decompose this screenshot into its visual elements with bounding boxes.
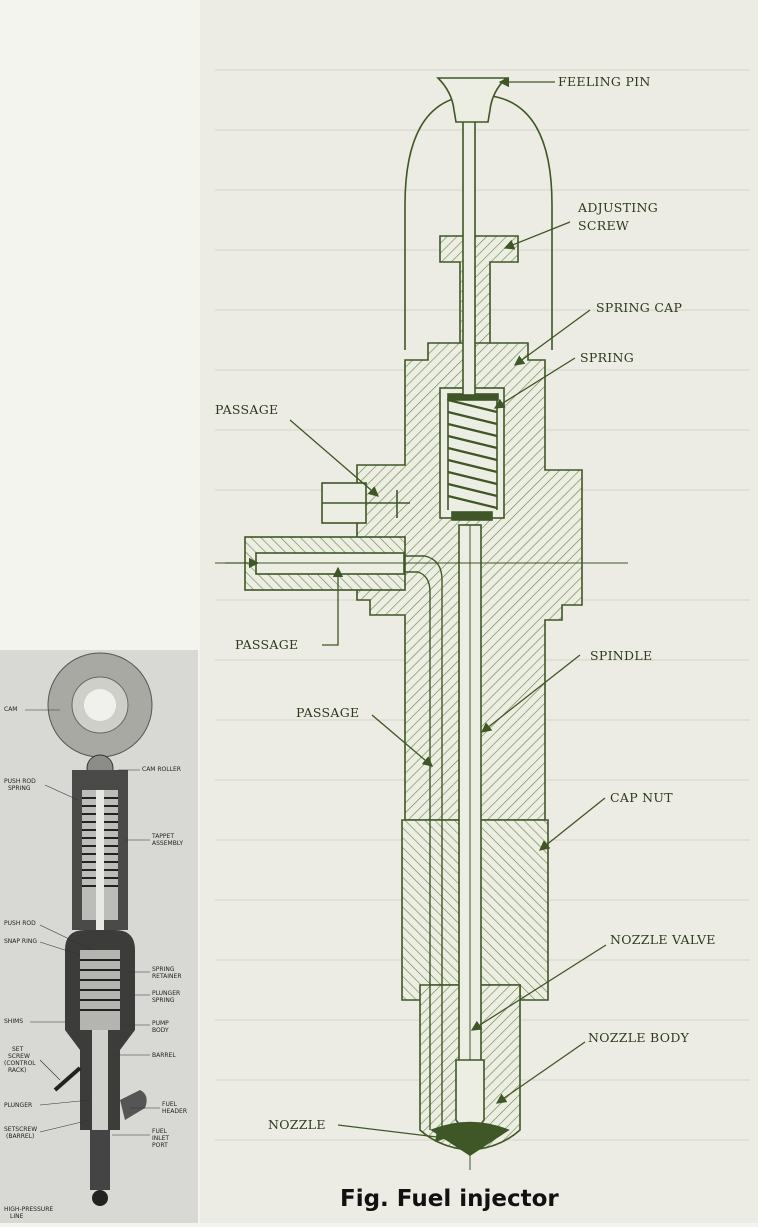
inset-label-set-screw-4: RACK) (8, 1067, 27, 1074)
label-passage-low: PASSAGE (296, 705, 360, 720)
inset-label-plunger: PLUNGER (4, 1102, 33, 1109)
inset-label-spring-retainer-2: RETAINER (152, 973, 182, 980)
inset-label-pump-body-1: PUMP (152, 1020, 169, 1027)
inset-label-fuel-header-1: FUEL (162, 1101, 177, 1108)
label-spring-cap: SPRING CAP (596, 300, 683, 315)
inset-label-push-rod-spring-2: SPRING (8, 785, 31, 792)
inset-label-set-screw-2: SCREW (8, 1053, 30, 1060)
spring-seat (451, 511, 493, 521)
inset-label-snap-ring: SNAP RING (4, 938, 38, 945)
label-adjusting-screw-line1: ADJUSTING (578, 200, 659, 215)
inset-label-hp-line-1: HIGH-PRESSURE (4, 1206, 54, 1213)
label-nozzle-body: NOZZLE BODY (588, 1030, 690, 1045)
inset-control-rack (53, 1066, 82, 1092)
nozzle-valve (455, 1059, 485, 1131)
label-nozzle: NOZZLE (268, 1117, 326, 1132)
inset-label-tappet-assembly-2: ASSEMBLY (152, 840, 184, 847)
inset-label-tappet-assembly-1: TAPPET (152, 833, 174, 840)
inset-label-fuel-inlet-1: FUEL (152, 1128, 167, 1135)
figure-caption: Fig. Fuel injector (340, 1186, 559, 1212)
inset-label-spring-retainer-1: SPRING (152, 966, 175, 973)
inset-unit-injector-diagram: CAM CAM ROLLER PUSH ROD SPRING TAPPET AS… (0, 650, 198, 1223)
inset-label-fuel-inlet-3: PORT (152, 1142, 168, 1149)
label-spindle: SPINDLE (590, 648, 653, 663)
label-passage-mid: PASSAGE (235, 637, 299, 652)
inset-label-cam-roller: CAM ROLLER (142, 766, 181, 773)
inset-label-cam: CAM (4, 706, 18, 713)
spring-coils (447, 398, 498, 510)
label-adjusting-screw-line2: SCREW (578, 218, 630, 233)
inset-label-setscrew-barrel-1: SETSCREW (4, 1126, 38, 1133)
inset-label-fuel-header-2: HEADER (162, 1108, 187, 1115)
inset-label-plunger-spring-1: PLUNGER (152, 990, 181, 997)
inset-drawing (0, 650, 198, 1223)
label-cap-nut: CAP NUT (610, 790, 673, 805)
inset-label-plunger-spring-2: SPRING (152, 997, 175, 1004)
label-passage-top: PASSAGE (215, 402, 279, 417)
label-nozzle-valve: NOZZLE VALVE (610, 932, 716, 947)
inset-label-set-screw-3: (CONTROL (4, 1060, 36, 1067)
label-spring: SPRING (580, 350, 635, 365)
inset-label-fuel-inlet-2: INLET (152, 1135, 170, 1142)
inset-fuel-header (120, 1090, 147, 1120)
inset-label-shims: SHIMS (4, 1018, 24, 1025)
feeling-pin-rod (462, 119, 476, 396)
inset-label-barrel: BARREL (152, 1052, 176, 1059)
inset-label-push-rod-spring-1: PUSH ROD (4, 778, 36, 785)
inset-hp-line (90, 1130, 110, 1190)
inset-label-push-rod: PUSH ROD (4, 920, 36, 927)
adjusting-screw (439, 235, 519, 346)
inset-label-set-screw-1: SET (12, 1046, 24, 1053)
label-feeling-pin: FEELING PIN (558, 74, 651, 89)
inset-label-hp-line-2: LINE (10, 1213, 24, 1220)
inset-label-pump-body-2: BODY (152, 1027, 169, 1034)
leader-lines (225, 76, 607, 1143)
fuel-passage (405, 555, 443, 1130)
inset-label-setscrew-barrel-2: (BARREL) (6, 1133, 35, 1140)
